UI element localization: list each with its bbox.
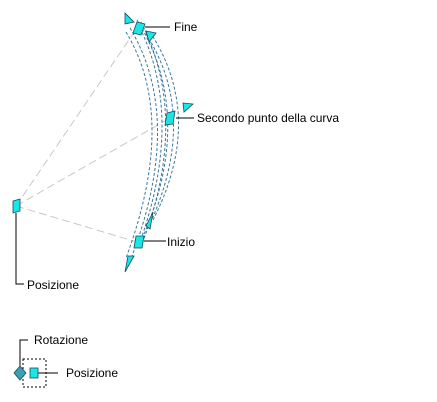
construction-lines [15, 27, 171, 243]
leader-position [15, 213, 24, 285]
label-position: Posizione [27, 278, 80, 292]
curve-flange-b [149, 31, 179, 223]
legend [13, 358, 47, 388]
leader-lines [15, 26, 194, 374]
curve-inner-a [136, 19, 169, 249]
curve-outer-b [129, 27, 158, 257]
curve-flange-a [145, 33, 174, 229]
curve-mid [139, 27, 163, 243]
construction-line-bottom [15, 205, 138, 243]
position-grips[interactable] [12, 21, 176, 249]
leader-legend-rotation [19, 339, 28, 368]
start-grip [133, 235, 145, 249]
arrow-grip-top-icon [124, 12, 135, 25]
construction-line-mid [15, 117, 171, 207]
construction-line-top [15, 27, 138, 207]
arrow-grip-start-icon [145, 211, 154, 230]
arrow-grip-bottom-icon [124, 255, 135, 273]
label-end: Fine [174, 20, 198, 34]
position-grip [12, 198, 21, 214]
label-start: Inizio [167, 235, 196, 249]
curve-outer-a [125, 31, 153, 259]
arrow-grip-end-icon [145, 30, 157, 43]
end-grip [132, 21, 146, 36]
legend-rotation-label: Rotazione [34, 333, 89, 347]
position-grip-icon [29, 367, 39, 379]
rotation-grip-icon [13, 365, 27, 381]
second-point-grip [164, 110, 176, 126]
arrow-grips [124, 12, 194, 273]
label-second-point: Secondo punto della curva [197, 111, 340, 125]
arrow-grip-second-icon [182, 102, 194, 113]
legend-position-label: Posizione [66, 366, 119, 380]
